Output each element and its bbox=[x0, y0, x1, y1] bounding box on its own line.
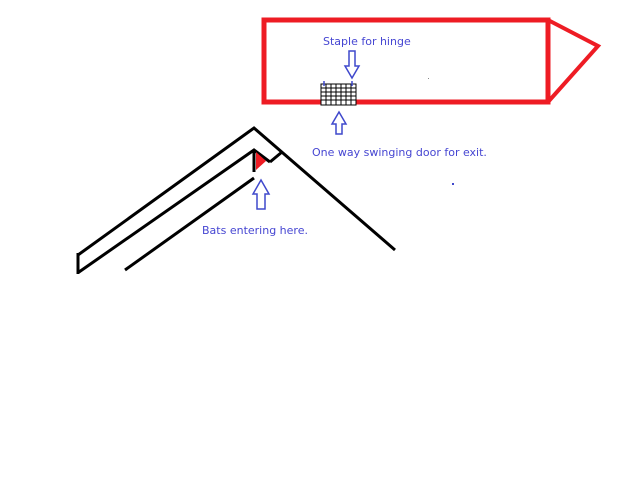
stray-dot bbox=[428, 78, 429, 79]
bat-box-body bbox=[261, 17, 551, 105]
arrow-up-icon bbox=[330, 110, 348, 135]
bats-label: Bats entering here. bbox=[202, 224, 308, 237]
arrow-down-icon bbox=[343, 50, 361, 80]
entrance-marker bbox=[256, 152, 266, 170]
stray-dot bbox=[452, 183, 454, 185]
door-label: One way swinging door for exit. bbox=[312, 146, 487, 159]
mesh-door bbox=[320, 81, 357, 106]
staple-label: Staple for hinge bbox=[323, 35, 411, 48]
roof-structure bbox=[76, 126, 396, 274]
bat-box bbox=[261, 17, 602, 105]
arrow-up-icon bbox=[251, 178, 271, 210]
bat-box-point bbox=[546, 18, 602, 104]
